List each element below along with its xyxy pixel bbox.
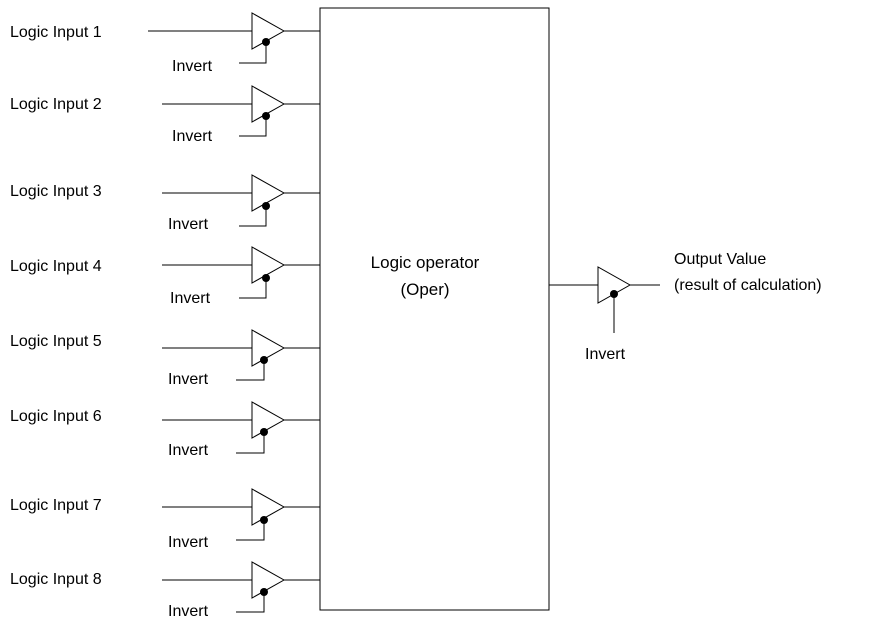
logic-operator-sublabel: (Oper) — [400, 280, 449, 299]
input-label: Logic Input 8 — [10, 571, 102, 588]
logic-input-8: Logic Input 8 Invert — [10, 561, 320, 620]
invert-label: Invert — [168, 371, 209, 388]
invert-control-dot — [260, 356, 268, 364]
invert-control-wire — [236, 432, 265, 454]
logic-operator-block — [319, 7, 550, 611]
logic-input-7: Logic Input 7 Invert — [10, 488, 320, 551]
invert-control-wire — [239, 116, 267, 137]
invert-buffer-gate — [251, 488, 286, 526]
logic-input-4: Logic Input 4 Invert — [10, 246, 320, 307]
invert-control-wire — [236, 360, 265, 381]
output-invert-control-dot — [610, 290, 618, 298]
invert-control-wire — [239, 278, 267, 299]
output-value-sublabel: (result of calculation) — [674, 277, 822, 294]
input-label: Logic Input 2 — [10, 96, 102, 113]
input-label: Logic Input 1 — [10, 24, 102, 41]
invert-label: Invert — [168, 603, 209, 620]
input-label: Logic Input 4 — [10, 258, 102, 275]
output-stage: Output Value (result of calculation) Inv… — [549, 251, 822, 363]
logic-input-3: Logic Input 3 Invert — [10, 174, 320, 233]
invert-label: Invert — [168, 216, 209, 233]
invert-control-wire — [236, 592, 265, 613]
logic-input-1: Logic Input 1 Invert — [10, 12, 320, 75]
invert-control-dot — [260, 428, 268, 436]
output-invert-label: Invert — [585, 346, 626, 363]
invert-label: Invert — [168, 442, 209, 459]
logic-operator-label: Logic operator — [371, 253, 480, 272]
invert-control-dot — [260, 516, 268, 524]
invert-label: Invert — [172, 58, 213, 75]
invert-buffer-gate — [251, 561, 286, 599]
output-value-label: Output Value — [674, 251, 766, 268]
invert-label: Invert — [170, 290, 211, 307]
logic-input-2: Logic Input 2 Invert — [10, 85, 320, 145]
invert-buffer-gate — [251, 174, 286, 212]
invert-control-dot — [262, 202, 270, 210]
logic-input-5: Logic Input 5 Invert — [10, 329, 320, 388]
input-label: Logic Input 3 — [10, 183, 102, 200]
input-label: Logic Input 7 — [10, 497, 102, 514]
invert-control-dot — [262, 112, 270, 120]
invert-label: Invert — [168, 534, 209, 551]
invert-buffer-gate — [251, 246, 286, 284]
invert-control-wire — [239, 42, 267, 64]
input-label: Logic Input 6 — [10, 408, 102, 425]
logic-input-6: Logic Input 6 Invert — [10, 401, 320, 459]
input-label: Logic Input 5 — [10, 333, 102, 350]
invert-control-wire — [239, 206, 267, 227]
invert-buffer-gate — [251, 329, 286, 367]
invert-control-dot — [260, 588, 268, 596]
invert-buffer-gate — [251, 401, 286, 439]
invert-control-dot — [262, 38, 270, 46]
invert-control-wire — [236, 520, 265, 541]
invert-control-dot — [262, 274, 270, 282]
invert-label: Invert — [172, 128, 213, 145]
